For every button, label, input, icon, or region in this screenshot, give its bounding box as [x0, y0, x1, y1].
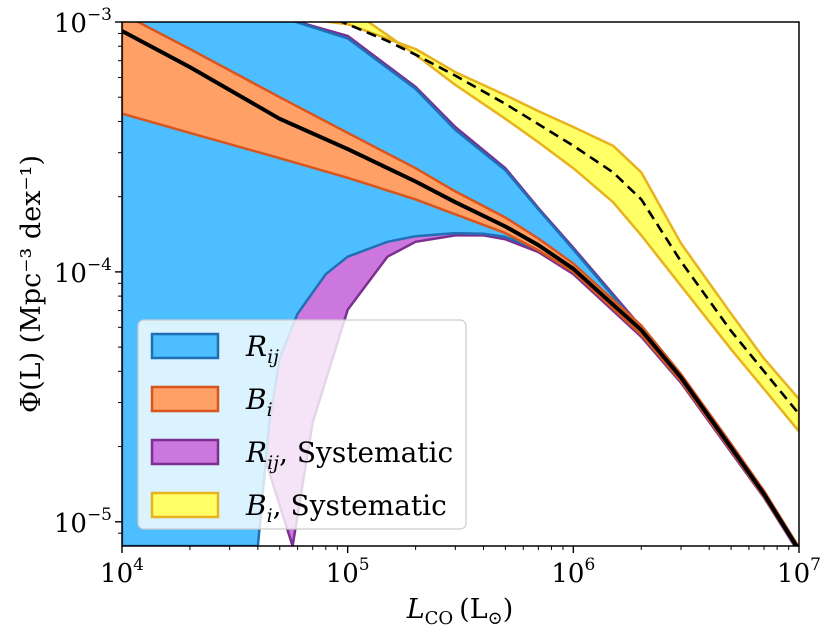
x-axis-label: LCO(L⊙)	[406, 594, 514, 629]
band-bisys	[319, 22, 799, 433]
legend-swatch-bisys	[150, 491, 220, 519]
line-systematic-mean	[338, 22, 799, 415]
x-tick-label: 106	[551, 555, 595, 589]
legend-label-rij: Rij	[245, 330, 279, 368]
plot-frame	[121, 21, 800, 547]
plot-lines	[122, 22, 799, 546]
legend-swatch-bi	[150, 385, 220, 413]
x-tick-label: 104	[100, 555, 144, 589]
legend-label-rijsys: Rij, Systematic	[245, 436, 453, 474]
legend-frame	[137, 319, 467, 530]
line-mean	[122, 29, 799, 546]
legend-swatch-rij	[150, 332, 220, 360]
y-axis-label: Φ(L) (Mpc⁻³ dex⁻¹)	[16, 155, 47, 413]
y-tick-label: 10−4	[54, 255, 112, 289]
legend-label-bisys: Bi, Systematic	[245, 489, 447, 527]
legend-label-bi: Bi	[245, 383, 273, 421]
axis-ticks: 104 105 106 107 10−5 10−4 10−3	[54, 5, 821, 589]
x-tick-label: 107	[777, 555, 821, 589]
legend-swatch-rijsys	[150, 438, 220, 466]
y-tick-label: 10−5	[54, 505, 112, 539]
y-tick-label: 10−3	[54, 5, 112, 39]
x-tick-label: 105	[326, 555, 370, 589]
band-bi	[122, 22, 799, 546]
